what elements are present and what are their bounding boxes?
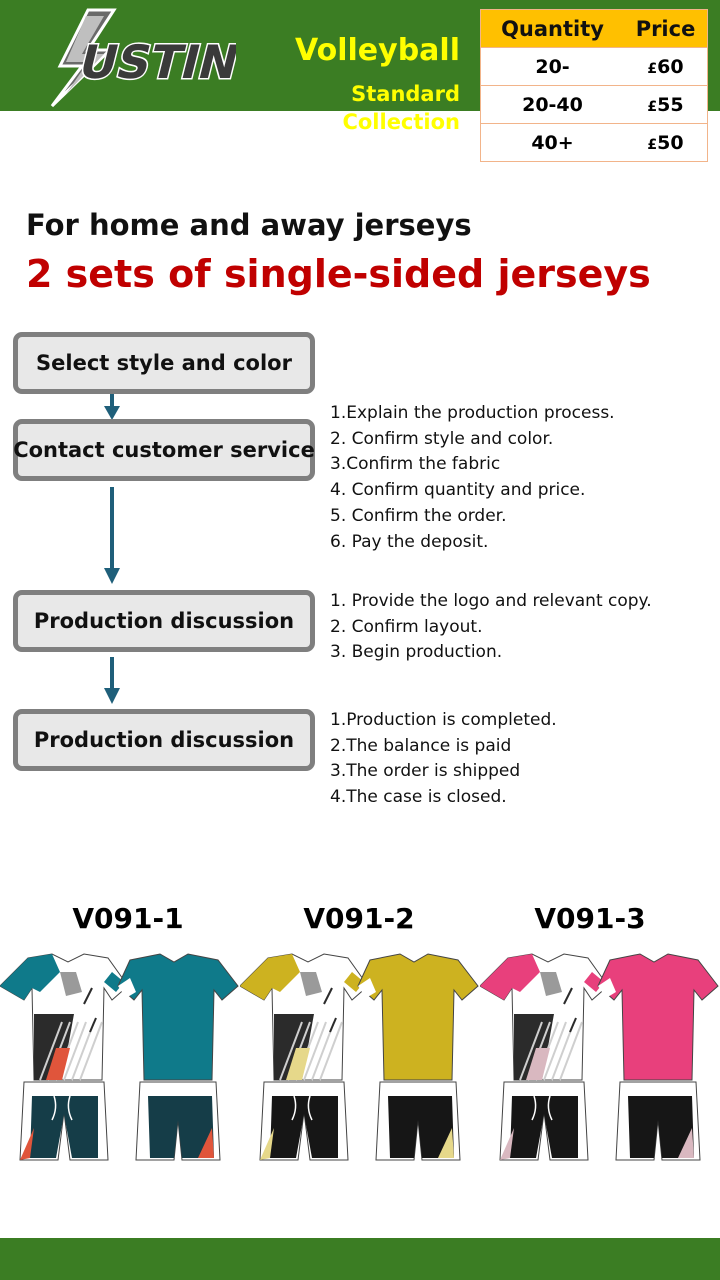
- production-discussion-notes: 1. Provide the logo and relevant copy. 2…: [330, 589, 652, 666]
- currency-symbol: £: [647, 136, 658, 153]
- price-row: 20-40 £55: [480, 85, 708, 124]
- note-item: 1.Explain the production process.: [330, 403, 615, 423]
- down-arrow-icon: [104, 487, 120, 584]
- note-item: 3.The order is shipped: [330, 761, 521, 782]
- quantity-cell: 20-40: [480, 85, 625, 124]
- austin-logo: USTIN: [50, 8, 236, 108]
- price-cell: £60: [624, 47, 708, 86]
- note-item: 3. Begin production.: [330, 642, 503, 663]
- price-table-header-row: Quantity Price: [480, 9, 708, 48]
- footer-band: [0, 1238, 720, 1280]
- currency-symbol: £: [647, 60, 658, 77]
- note-item: 3.Confirm the fabric: [330, 454, 501, 475]
- step-production-discussion: Production discussion: [13, 590, 315, 652]
- collection-subtitle: Standard Collection: [342, 82, 460, 134]
- step-contact-service: Contact customer service: [13, 419, 315, 481]
- intro-headline: 2 sets of single-sided jerseys: [26, 252, 651, 296]
- price-cell: £50: [624, 123, 708, 162]
- collection-title: Volleyball: [295, 33, 460, 68]
- note-item: 2. Confirm layout.: [330, 616, 483, 637]
- price-cell: £55: [624, 85, 708, 124]
- note-item: 2. Confirm style and color.: [330, 428, 554, 449]
- price-header: Price: [624, 9, 708, 48]
- price-row: 40+ £50: [480, 123, 708, 162]
- down-arrow-icon: [104, 657, 120, 704]
- product-code: V091-2: [303, 902, 415, 935]
- note-item: 4. Confirm quantity and price.: [330, 480, 586, 501]
- note-item: 5. Confirm the order.: [330, 505, 507, 526]
- note-item: 1.Production is completed.: [330, 710, 557, 730]
- price-amount: 55: [657, 93, 684, 116]
- step-select-style: Select style and color: [13, 332, 315, 394]
- quantity-header: Quantity: [480, 9, 625, 48]
- jersey-kit-image: [480, 953, 719, 1161]
- note-item: 4.The case is closed.: [330, 787, 507, 808]
- down-arrow-icon: [104, 394, 120, 420]
- note-item: 2.The balance is paid: [330, 735, 512, 756]
- jersey-kit-image: [0, 953, 239, 1161]
- product-code: V091-3: [534, 902, 646, 935]
- jersey-kit-image: [240, 953, 479, 1161]
- completion-notes: 1.Production is completed. 2.The balance…: [330, 708, 557, 811]
- intro-subheading: For home and away jerseys: [26, 208, 472, 242]
- product-code: V091-1: [72, 902, 184, 935]
- quantity-cell: 20-: [480, 47, 625, 86]
- contact-service-notes: 1.Explain the production process. 2. Con…: [330, 401, 615, 555]
- price-amount: 60: [657, 55, 684, 78]
- note-item: 6. Pay the deposit.: [330, 531, 489, 552]
- svg-text:USTIN: USTIN: [74, 37, 236, 90]
- price-row: 20- £60: [480, 47, 708, 86]
- note-item: 1. Provide the logo and relevant copy.: [330, 591, 652, 611]
- currency-symbol: £: [647, 98, 658, 115]
- price-amount: 50: [657, 131, 684, 154]
- quantity-cell: 40+: [480, 123, 625, 162]
- step-production-completion: Production discussion: [13, 709, 315, 771]
- price-table: Quantity Price 20- £60 20-40 £55 40+ £50: [480, 9, 708, 162]
